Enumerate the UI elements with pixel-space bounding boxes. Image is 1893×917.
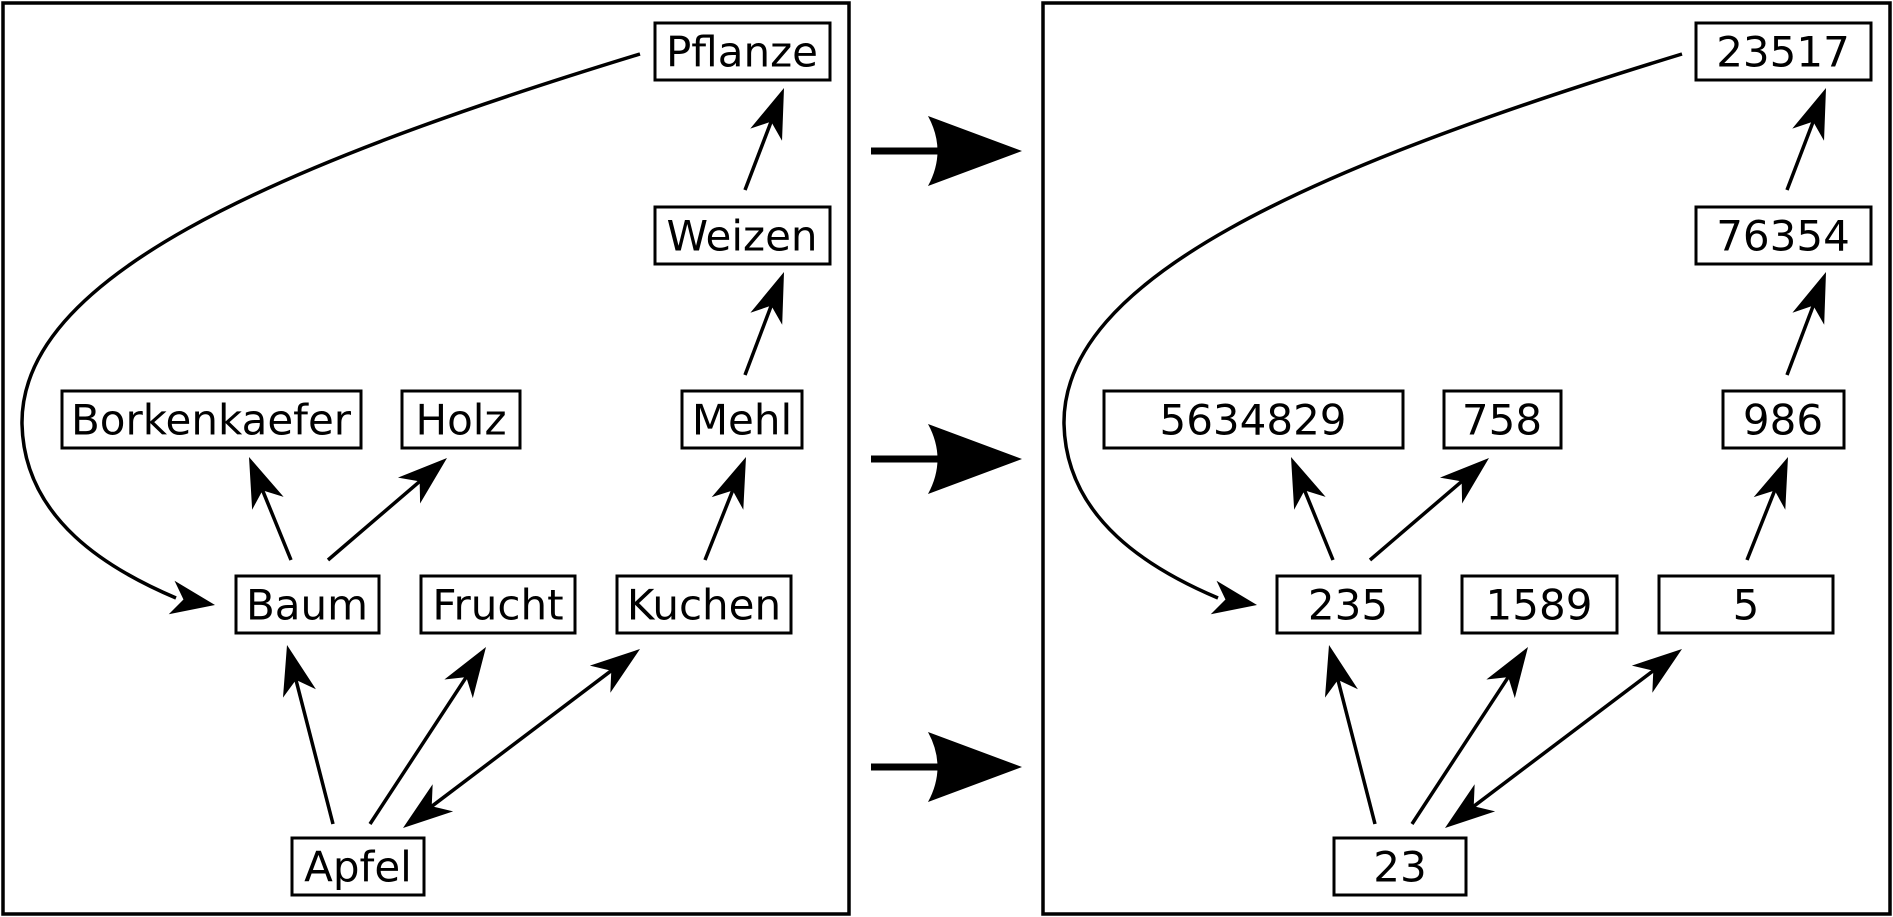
left-node-borkenkaefer: Borkenkaefer — [60, 389, 363, 450]
right-node-mehl: 986 — [1721, 389, 1846, 450]
mapping-arrow-middle — [871, 424, 1022, 494]
right-arrowhead-weizen — [1792, 272, 1826, 325]
svg-text:Kuchen: Kuchen — [627, 581, 781, 630]
right-edge-apfel-to-baum — [1324, 645, 1377, 825]
left-node-frucht: Frucht — [419, 574, 577, 635]
right-edge-weizen-to-pflanze — [1785, 88, 1826, 191]
right-edge-kuchen-to-mehl — [1745, 457, 1788, 561]
right-node-apfel: 23 — [1332, 836, 1468, 897]
right-node-baum: 235 — [1275, 574, 1422, 635]
left-arrowhead-borkenkaefer — [249, 457, 284, 510]
right-panel — [1041, 1, 1892, 916]
right-arrowhead-borkenkaefer — [1291, 457, 1326, 510]
right-arrowhead-apfel — [1445, 784, 1496, 828]
right-node-pflanze: 23517 — [1694, 21, 1873, 82]
left-arrowhead-apfel — [403, 784, 454, 828]
mapping-arrow-bottom — [871, 732, 1022, 802]
left-node-weizen: Weizen — [653, 205, 832, 266]
svg-text:1589: 1589 — [1486, 581, 1593, 630]
right-node-frucht: 1589 — [1460, 574, 1619, 635]
left-node-apfel: Apfel — [290, 836, 426, 897]
right-edge-baum-to-borkenkaefer — [1291, 457, 1335, 561]
left-edge-apfel-to-baum — [282, 645, 335, 825]
svg-text:5634829: 5634829 — [1159, 396, 1346, 445]
left-arrowhead-kuchen — [589, 649, 640, 693]
right-arrowhead-mehl — [1753, 457, 1788, 510]
svg-text:Baum: Baum — [246, 581, 368, 630]
right-node-holz: 758 — [1442, 389, 1563, 450]
right-arrowhead-baum — [1324, 645, 1358, 698]
left-node-baum: Baum — [234, 574, 381, 635]
left-node-pflanze: Pflanze — [653, 21, 832, 82]
left-arrowhead-baum — [282, 645, 316, 698]
svg-text:Holz: Holz — [416, 396, 507, 445]
left-node-holz: Holz — [400, 389, 522, 450]
left-arrowhead-pflanze — [750, 88, 784, 141]
left-edge-pflanze-to-baum — [20, 52, 641, 615]
mapping-arrows — [871, 116, 1022, 802]
right-arrowhead-holz — [1439, 458, 1489, 504]
right-arrowhead-pflanze — [1792, 88, 1826, 141]
svg-text:23517: 23517 — [1716, 28, 1850, 77]
svg-text:Pflanze: Pflanze — [666, 28, 818, 77]
svg-text:5: 5 — [1733, 581, 1760, 630]
right-edge-apfel-to-frucht — [1410, 647, 1528, 825]
left-arrowhead-weizen — [750, 272, 784, 325]
left-edge-baum-to-borkenkaefer — [249, 457, 293, 561]
mapping-arrow-top — [871, 116, 1022, 186]
right-edge-pflanze-to-baum — [1062, 52, 1683, 615]
left-edge-mehl-to-weizen — [743, 272, 784, 376]
svg-text:76354: 76354 — [1716, 212, 1850, 261]
left-arrowhead-mehl — [711, 457, 746, 510]
svg-text:Mehl: Mehl — [692, 396, 792, 445]
svg-text:Apfel: Apfel — [304, 843, 412, 892]
right-edge-baum-to-holz — [1368, 458, 1489, 562]
svg-text:235: 235 — [1308, 581, 1388, 630]
svg-text:Frucht: Frucht — [432, 581, 563, 630]
left-edge-apfel-to-kuchen — [403, 649, 640, 828]
svg-text:23: 23 — [1373, 843, 1426, 892]
right-edges — [1062, 52, 1826, 828]
left-edge-baum-to-holz — [326, 458, 447, 562]
svg-text:Weizen: Weizen — [666, 212, 817, 261]
right-node-weizen: 76354 — [1694, 205, 1873, 266]
right-node-borkenkaefer: 5634829 — [1102, 389, 1405, 450]
left-panel — [1, 1, 851, 916]
right-edge-mehl-to-weizen — [1785, 272, 1826, 376]
right-edge-apfel-to-kuchen — [1445, 649, 1682, 828]
left-node-kuchen: Kuchen — [615, 574, 793, 635]
svg-text:Borkenkaefer: Borkenkaefer — [71, 396, 352, 445]
left-node-mehl: Mehl — [680, 389, 804, 450]
left-arrowhead-holz — [397, 458, 447, 504]
left-edge-weizen-to-pflanze — [743, 88, 784, 191]
svg-text:758: 758 — [1462, 396, 1542, 445]
left-edges — [20, 52, 784, 828]
right-node-kuchen: 5 — [1657, 574, 1835, 635]
left-edge-apfel-to-frucht — [368, 647, 486, 825]
svg-text:986: 986 — [1743, 396, 1823, 445]
left-arrowhead-frucht — [444, 647, 486, 699]
right-arrowhead-frucht — [1486, 647, 1528, 699]
right-arrowhead-kuchen — [1631, 649, 1682, 693]
left-edge-kuchen-to-mehl — [703, 457, 746, 561]
